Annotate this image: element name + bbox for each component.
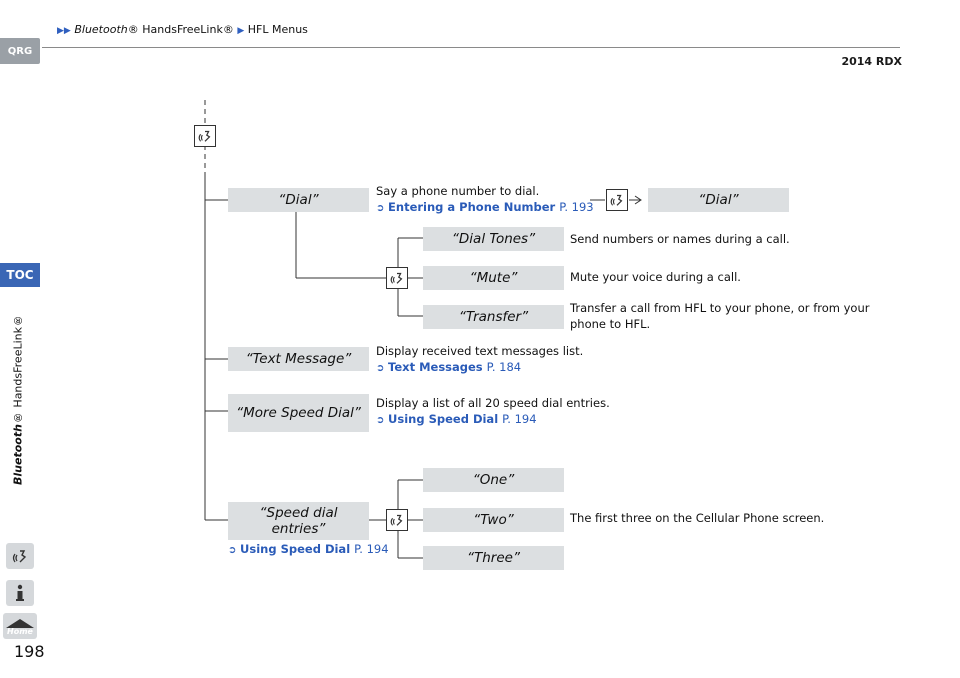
link-using-speed-dial-label[interactable]: Using Speed Dial bbox=[388, 412, 499, 426]
toc-tab[interactable]: TOC bbox=[0, 263, 40, 287]
header-rule bbox=[42, 47, 900, 48]
desc-first-three: The first three on the Cellular Phone sc… bbox=[570, 511, 825, 525]
desc-transfer: Transfer a call from HFL to your phone, … bbox=[570, 301, 870, 331]
breadcrumb: ▶▶ Bluetooth® HandsFreeLink® ▶ HFL Menus bbox=[57, 23, 308, 36]
xref-icon: ➲ bbox=[376, 415, 385, 426]
link-using-speed-dial[interactable]: Using Speed Dial P. 194 bbox=[388, 412, 537, 426]
link-entering-phone-number-label[interactable]: Entering a Phone Number bbox=[388, 200, 556, 214]
breadcrumb-item-hfl-menus: HFL Menus bbox=[247, 23, 308, 36]
xref-icon: ➲ bbox=[376, 363, 385, 374]
home-icon-label: Home bbox=[7, 627, 34, 636]
breadcrumb-arrow-icon: ▶ bbox=[237, 26, 245, 36]
xref-icon: ➲ bbox=[228, 545, 237, 556]
voice-command-icon bbox=[194, 125, 216, 147]
page-number: 198 bbox=[14, 642, 45, 661]
desc-more-speed-dial: Display a list of all 20 speed dial entr… bbox=[376, 395, 610, 429]
command-mute: “Mute” bbox=[423, 266, 564, 290]
link-text-messages-page[interactable]: P. 184 bbox=[486, 360, 522, 374]
command-text-message: “Text Message” bbox=[228, 347, 369, 371]
link-entering-phone-number-page[interactable]: P. 193 bbox=[559, 200, 594, 214]
voice-command-icon bbox=[386, 509, 408, 531]
breadcrumb-arrow-icon: ▶▶ bbox=[57, 26, 71, 36]
breadcrumb-item-bluetooth[interactable]: Bluetooth bbox=[74, 23, 128, 36]
link-using-speed-dial-2-page[interactable]: P. 194 bbox=[354, 542, 389, 556]
link-entering-phone-number[interactable]: Entering a Phone Number P. 193 bbox=[388, 200, 594, 214]
desc-speed-dial-link: ➲ Using Speed Dial P. 194 bbox=[228, 541, 389, 559]
desc-text-message-text: Display received text messages list. bbox=[376, 344, 584, 358]
link-using-speed-dial-page[interactable]: P. 194 bbox=[502, 412, 537, 426]
command-dial-result: “Dial” bbox=[648, 188, 789, 212]
link-using-speed-dial-2[interactable]: Using Speed Dial P. 194 bbox=[240, 542, 389, 556]
breadcrumb-item-bluetooth-suffix[interactable]: ® HandsFreeLink® bbox=[127, 23, 234, 36]
voice-command-icon bbox=[386, 267, 408, 289]
desc-more-speed-dial-text: Display a list of all 20 speed dial entr… bbox=[376, 396, 610, 410]
link-text-messages[interactable]: Text Messages P. 184 bbox=[388, 360, 521, 374]
link-text-messages-label[interactable]: Text Messages bbox=[388, 360, 483, 374]
command-three: “Three” bbox=[423, 546, 564, 570]
desc-dial: Say a phone number to dial. ➲ Entering a… bbox=[376, 183, 594, 217]
command-two: “Two” bbox=[423, 508, 564, 532]
desc-dial-tones: Send numbers or names during a call. bbox=[570, 232, 790, 246]
voice-command-icon bbox=[606, 189, 628, 211]
info-icon[interactable] bbox=[6, 580, 34, 606]
link-using-speed-dial-2-label[interactable]: Using Speed Dial bbox=[240, 542, 351, 556]
command-dial-tones: “Dial Tones” bbox=[423, 227, 564, 251]
command-more-speed-dial: “More Speed Dial” bbox=[228, 394, 369, 432]
command-speed-dial-entries: “Speed dial entries” bbox=[228, 502, 369, 540]
voice-icon[interactable] bbox=[6, 543, 34, 569]
xref-icon: ➲ bbox=[376, 203, 385, 214]
desc-text-message: Display received text messages list. ➲ T… bbox=[376, 343, 583, 377]
desc-dial-text: Say a phone number to dial. bbox=[376, 184, 540, 198]
command-transfer: “Transfer” bbox=[423, 305, 564, 329]
desc-mute: Mute your voice during a call. bbox=[570, 270, 741, 284]
qrg-tab[interactable]: QRG bbox=[0, 38, 40, 64]
command-dial: “Dial” bbox=[228, 188, 369, 212]
model-label: 2014 RDX bbox=[841, 55, 902, 68]
home-icon[interactable]: Home bbox=[3, 613, 37, 639]
command-one: “One” bbox=[423, 468, 564, 492]
